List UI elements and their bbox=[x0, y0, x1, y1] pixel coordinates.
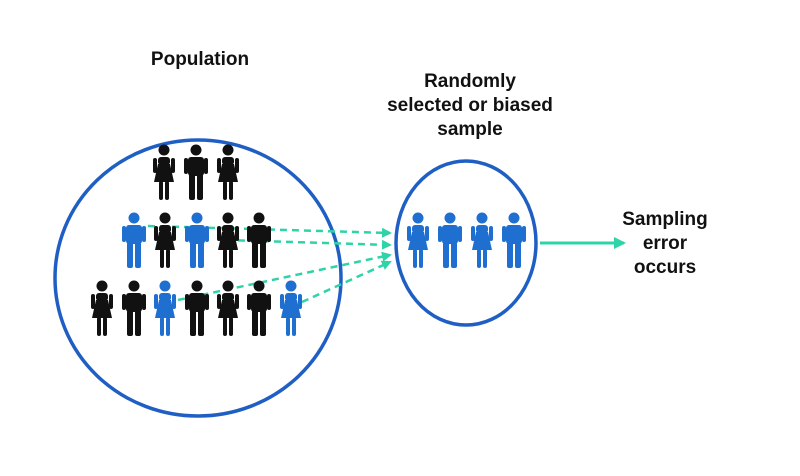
dashed-arrow bbox=[301, 260, 392, 304]
person-female-icon bbox=[91, 280, 113, 336]
person-female-icon bbox=[407, 212, 429, 268]
error-label-line-3: occurs bbox=[633, 257, 697, 278]
person-female-icon bbox=[217, 144, 239, 200]
dashed-arrow bbox=[177, 251, 392, 302]
sample-circle bbox=[394, 159, 538, 327]
error-label-line-1: Sampling bbox=[622, 209, 708, 230]
sample-label-line-3: sample bbox=[437, 119, 503, 140]
sample-label-line-1: Randomly bbox=[424, 71, 516, 92]
person-male-icon bbox=[438, 212, 462, 268]
person-female-icon bbox=[154, 212, 176, 268]
person-female-icon bbox=[217, 212, 239, 268]
person-female-icon bbox=[280, 280, 302, 336]
sample-label-line-2: selected or biased bbox=[387, 95, 553, 116]
person-male-icon bbox=[185, 212, 209, 268]
person-male-icon bbox=[247, 212, 271, 268]
error-label-line-2: error bbox=[642, 233, 688, 254]
person-male-icon bbox=[184, 144, 208, 200]
person-female-icon bbox=[154, 280, 176, 336]
person-female-icon bbox=[471, 212, 493, 268]
person-female-icon bbox=[153, 144, 175, 200]
person-male-icon bbox=[122, 280, 146, 336]
person-female-icon bbox=[217, 280, 239, 336]
person-male-icon bbox=[502, 212, 526, 268]
population-circle bbox=[53, 138, 343, 418]
population-label: Population bbox=[150, 49, 250, 70]
sampling-error-label: Sampling error occurs bbox=[600, 208, 730, 280]
person-male-icon bbox=[185, 280, 209, 336]
person-male-icon bbox=[122, 212, 146, 268]
person-male-icon bbox=[247, 280, 271, 336]
sample-label: Randomly selected or biased sample bbox=[340, 70, 600, 142]
